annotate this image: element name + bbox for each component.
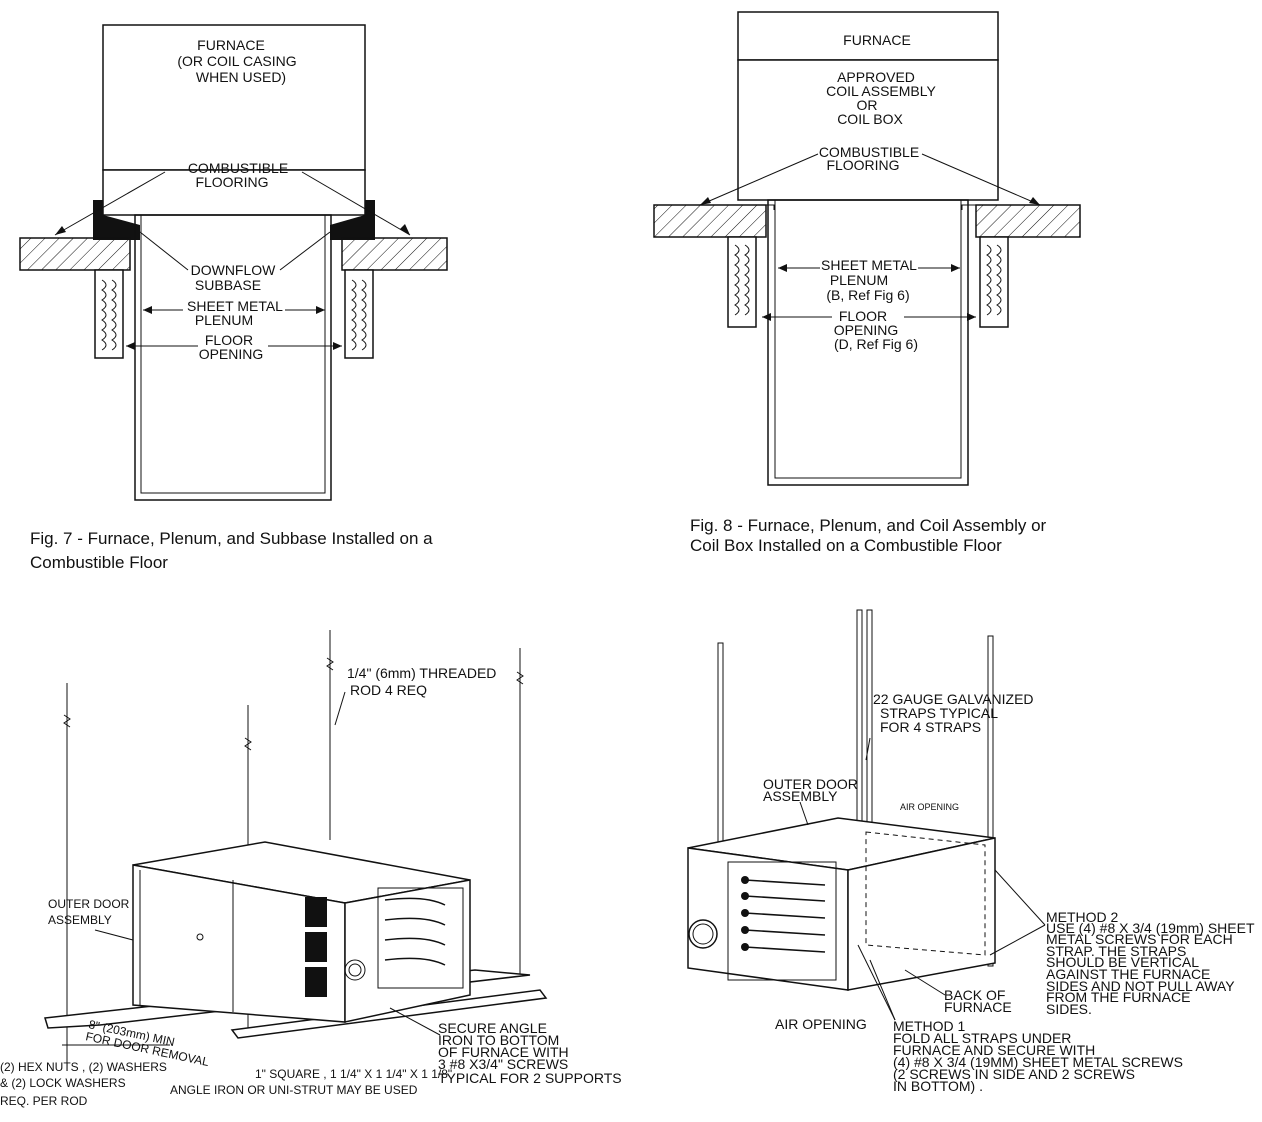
suspended-strap-diagram: 22 GAUGE GALVANIZED STRAPS TYPICAL FOR 4… (687, 609, 1255, 1094)
method1-label-1: METHOD 1 (893, 1018, 966, 1034)
method2-label-8: FROM THE FURNACE (1046, 989, 1190, 1005)
method1-label-4: (4) #8 X 3/4 (19MM) SHEET METAL SCREWS (893, 1054, 1183, 1070)
secure-label-4: 3 #8 X3/4" SCREWS (438, 1056, 568, 1072)
method2-label-2: USE (4) #8 X 3/4 (19mm) SHEET (1046, 920, 1255, 936)
fig7-plenum-label-2: PLENUM (195, 312, 253, 328)
rod-label-2: ROD 4 REQ (350, 682, 427, 698)
method2-label-4: STRAP. THE STRAPS (1046, 943, 1186, 959)
angle-iron-support (230, 989, 548, 1039)
outer-door-label-1: OUTER DOOR (763, 776, 858, 792)
fig8-flooring-label-2: FLOORING (826, 157, 899, 173)
method1-label-6: IN BOTTOM) . (893, 1078, 983, 1094)
secure-label-5: TYPICAL FOR 2 SUPPORTS (438, 1070, 622, 1086)
fig8-opening-label-3: (D, Ref Fig 6) (834, 336, 918, 352)
method2-label-7: SIDES AND NOT PULL AWAY (1046, 978, 1235, 994)
secure-label-2: IRON TO BOTTOM (438, 1032, 559, 1048)
furnace-front (687, 847, 849, 991)
hardware-label-3: REQ. PER ROD (0, 1094, 88, 1108)
outer-door-label-2: ASSEMBLY (763, 788, 838, 804)
hardware-label-1: (2) HEX NUTS , (2) WASHERS (0, 1060, 167, 1074)
fig7-floor-left (19, 237, 131, 271)
outer-door-label-2: ASSEMBLY (48, 913, 112, 927)
angle-iron-label-1: 1" SQUARE , 1 1/4" X 1 1/4" X 1 1/8" (255, 1067, 452, 1081)
fig7-diagram: FURNACE (OR COIL CASING WHEN USED) COMBU… (19, 24, 448, 572)
fig8-floor-left (653, 204, 767, 238)
galvanized-strap (717, 642, 724, 854)
fig7-furnace-casing (102, 24, 366, 171)
fig8-coil-box (737, 59, 999, 201)
fig8-plenum-label-2: PLENUM (830, 272, 888, 288)
secure-label-3: OF FURNACE WITH (438, 1044, 569, 1060)
hardware-label-2: & (2) LOCK WASHERS (0, 1076, 126, 1090)
fig7-floor-right (341, 237, 448, 271)
angle-iron-label-2: ANGLE IRON OR UNI-STRUT MAY BE USED (170, 1083, 418, 1097)
furnace-side (847, 837, 996, 991)
fig7-plenum-label-1: SHEET METAL (187, 298, 283, 314)
method2-label-9: SIDES. (1046, 1001, 1092, 1017)
straps-label-2: STRAPS TYPICAL (880, 705, 998, 721)
fig8-furnace-label: FURNACE (843, 32, 911, 48)
fig7-furnace-label-1: FURNACE (197, 37, 265, 53)
rod-label-1: 1/4" (6mm) THREADED (347, 665, 496, 681)
fig8-coil-label-4: COIL BOX (837, 111, 903, 127)
method1-label-5: (2 SCREWS IN SIDE AND 2 SCREWS (893, 1066, 1135, 1082)
fig8-caption-2: Coil Box Installed on a Combustible Floo… (690, 536, 1002, 555)
furnace-side (344, 879, 471, 1023)
fig8-coil-label-3: OR (857, 97, 878, 113)
fig8-floor-right (975, 204, 1081, 238)
fig8-joist-right (979, 236, 1009, 328)
method1-label-3: FURNACE AND SECURE WITH (893, 1042, 1095, 1058)
fig8-furnace (737, 11, 999, 61)
method2-label-3: METAL SCREWS FOR EACH (1046, 931, 1233, 947)
fig8-diagram: FURNACE APPROVED COIL ASSEMBLY OR COIL B… (653, 11, 1081, 555)
heat-exchanger-tubes (741, 876, 826, 953)
fig7-opening-label-1: FLOOR (205, 332, 253, 348)
method1-label-2: FOLD ALL STRAPS UNDER (893, 1030, 1071, 1046)
secure-label-1: SECURE ANGLE (438, 1020, 547, 1036)
fig7-subbase-left (93, 200, 140, 240)
fig7-caption-1: Fig. 7 - Furnace, Plenum, and Subbase In… (30, 529, 433, 548)
outer-door-label-1: OUTER DOOR (48, 897, 130, 911)
method2-label-1: METHOD 2 (1046, 909, 1119, 925)
back-of-furnace-label-1: BACK OF (944, 987, 1005, 1003)
fig7-caption-2: Combustible Floor (30, 553, 168, 572)
fig8-caption-1: Fig. 8 - Furnace, Plenum, and Coil Assem… (690, 516, 1047, 535)
straps-label-1: 22 GAUGE GALVANIZED (873, 691, 1034, 707)
fig7-subbase-label-1: DOWNFLOW (191, 262, 277, 278)
fig7-subbase-right (330, 200, 375, 240)
straps-label-3: FOR 4 STRAPS (880, 719, 981, 735)
fig7-furnace-label-2: (OR COIL CASING (177, 53, 296, 69)
suspended-angle-iron-diagram: 1/4" (6mm) THREADED ROD 4 REQ OUTER DOOR… (0, 630, 622, 1108)
fig8-joist-left (727, 236, 757, 328)
fig7-flooring-label-2: FLOORING (195, 174, 268, 190)
fig8-opening-label-1: FLOOR (839, 308, 887, 324)
back-of-furnace-label-2: FURNACE (944, 999, 1012, 1015)
fig8-plenum-label-3: (B, Ref Fig 6) (826, 287, 909, 303)
air-opening-bottom-label: AIR OPENING (775, 1016, 867, 1032)
method2-label-6: AGAINST THE FURNACE (1046, 966, 1210, 982)
fig7-flooring-label-1: COMBUSTIBLE (188, 160, 288, 176)
fig7-opening-label-2: OPENING (199, 346, 264, 362)
fig8-coil-label-2: COIL ASSEMBLY (826, 83, 936, 99)
fig7-joist-left (94, 269, 124, 359)
fig7-subbase-label-2: SUBBASE (195, 277, 261, 293)
air-opening-top-label: AIR OPENING (900, 802, 959, 812)
fig7-joist-right (344, 269, 374, 359)
method2-label-5: SHOULD BE VERTICAL (1046, 954, 1199, 970)
fig8-opening-label-2: OPENING (834, 322, 899, 338)
fig8-plenum-label-1: SHEET METAL (821, 257, 917, 273)
fig8-coil-label-1: APPROVED (837, 69, 915, 85)
fig7-furnace-label-3: WHEN USED) (196, 69, 286, 85)
galvanized-strap (987, 635, 994, 967)
fig8-flooring-label-1: COMBUSTIBLE (819, 144, 919, 160)
